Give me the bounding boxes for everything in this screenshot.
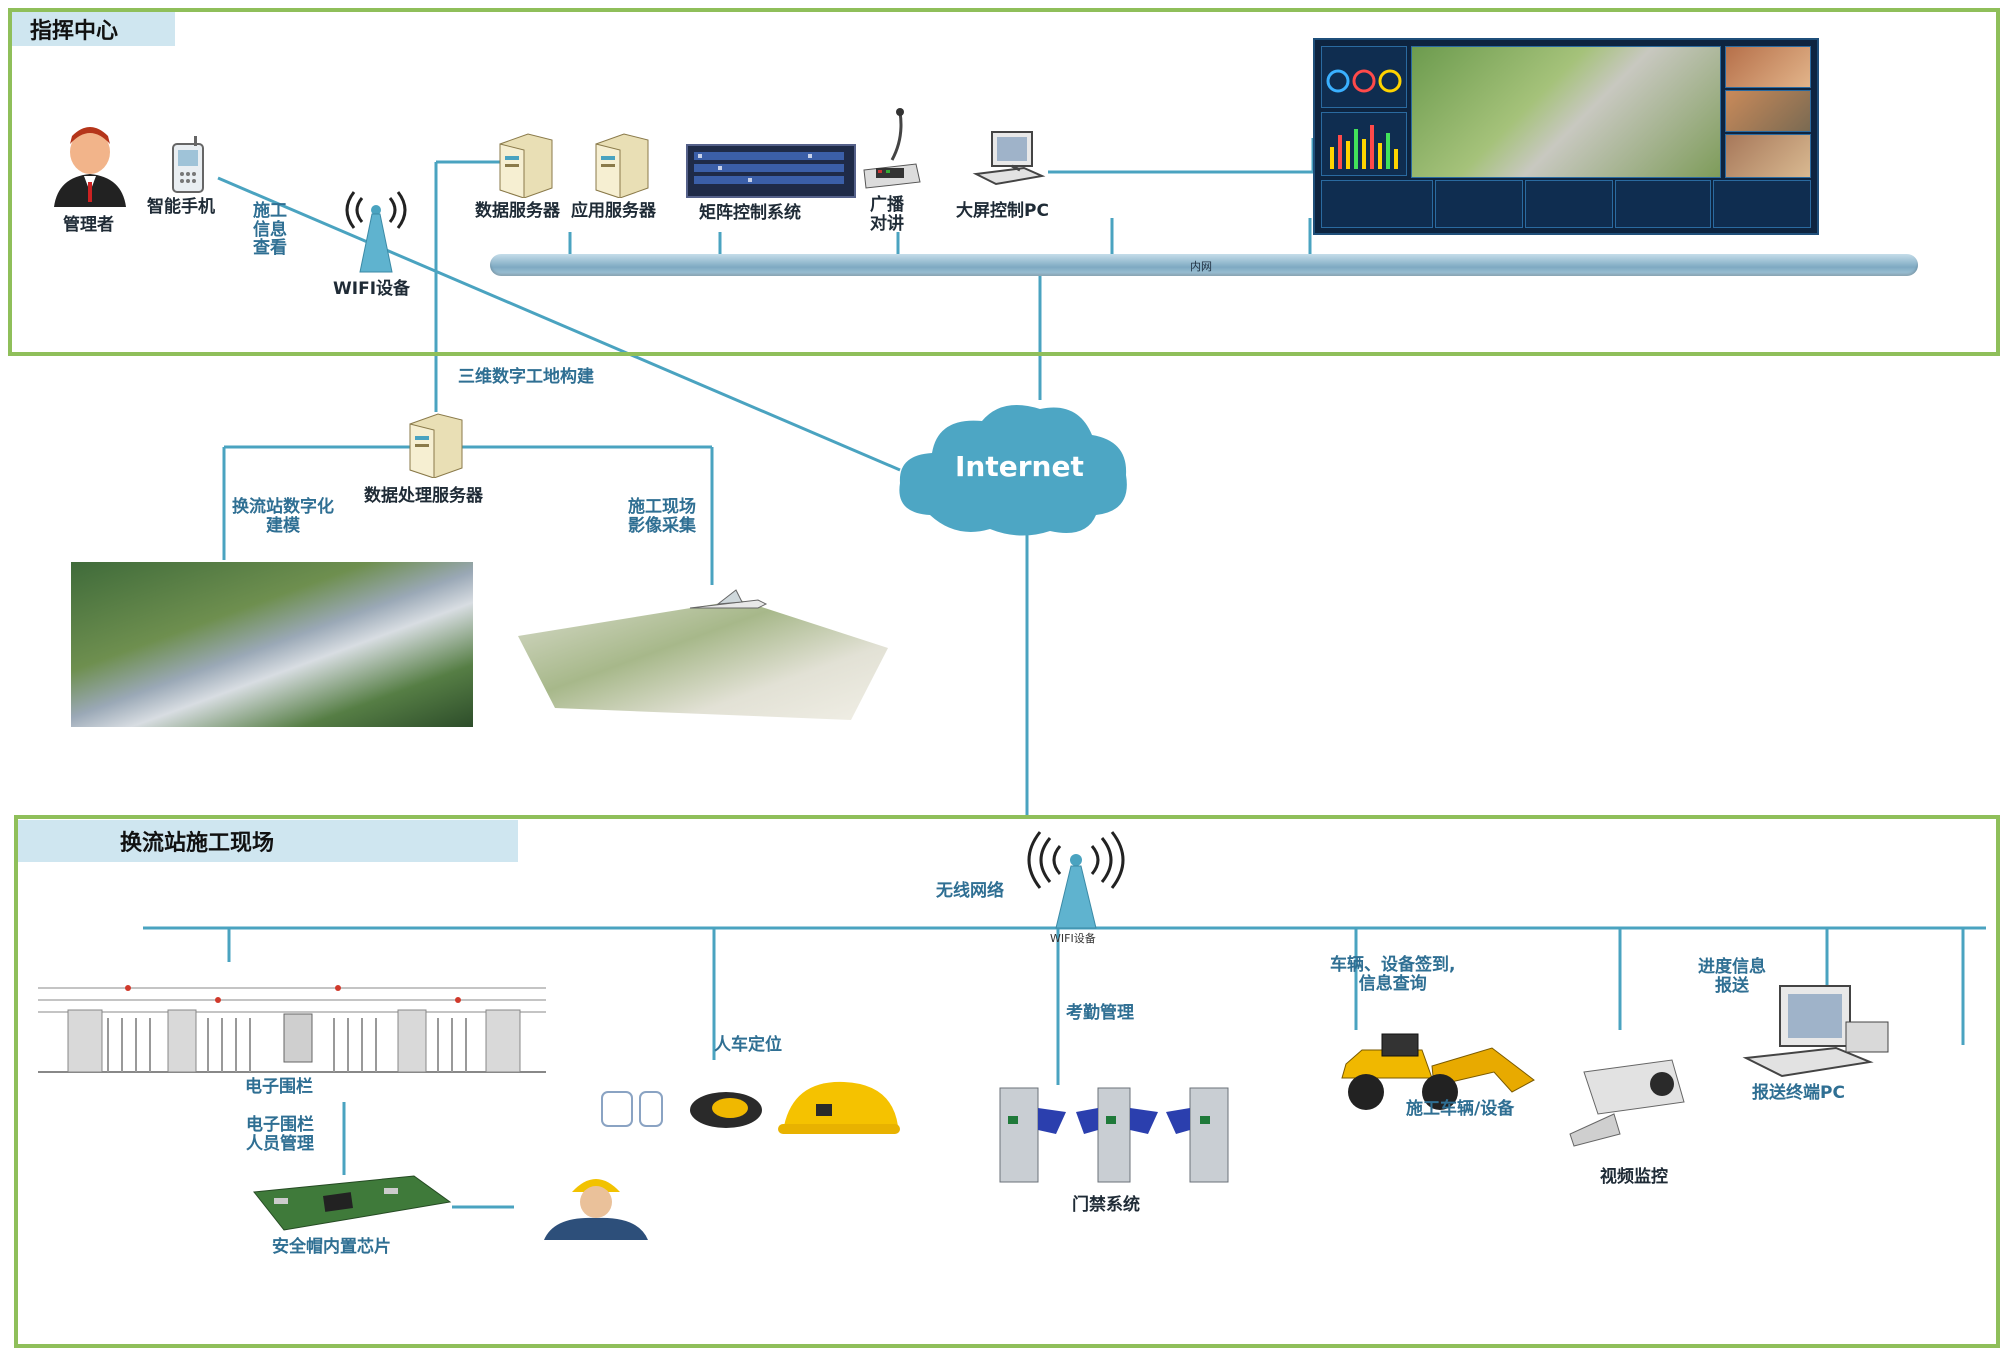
matrix-control-label: 矩阵控制系统 xyxy=(699,203,801,223)
helmet-chip-label: 安全帽内置芯片 xyxy=(272,1237,391,1257)
fence-personnel-label: 电子围栏 人员管理 xyxy=(246,1115,314,1154)
processing-server-icon xyxy=(404,412,466,479)
drone-icon xyxy=(688,588,768,618)
video-surveillance-label: 视频监控 xyxy=(1600,1167,1668,1187)
broadcast-label: 广播 对讲 xyxy=(870,195,904,234)
turnstile-gate-icon xyxy=(994,1086,1234,1184)
manager-label: 管理者 xyxy=(63,215,114,235)
wheel-loader-icon xyxy=(1322,1030,1540,1112)
safety-helmet-icon xyxy=(688,1086,764,1132)
command-center-frame xyxy=(8,8,2000,356)
wireless-network-label: 无线网络 xyxy=(936,881,1004,901)
pc-icon xyxy=(972,130,1048,194)
matrix-control-icon xyxy=(686,144,856,198)
progress-report-label: 进度信息 报送 xyxy=(1698,957,1766,996)
image-capture-label: 施工现场 影像采集 xyxy=(628,497,696,536)
pc-icon xyxy=(1742,984,1892,1080)
safety-helmet-icon xyxy=(774,1078,902,1144)
large-screen-dashboard xyxy=(1313,38,1819,235)
broadcast-intercom-icon xyxy=(860,108,922,190)
vehicle-checkin-label: 车辆、设备签到, 信息查询 xyxy=(1330,955,1456,994)
site-wifi-device-label: WIFI设备 xyxy=(1050,932,1096,945)
electronic-fence-label: 电子围栏 xyxy=(245,1077,313,1097)
app-server-label: 应用服务器 xyxy=(571,201,656,221)
command-center-title: 指挥中心 xyxy=(12,12,175,46)
digital-site-build-label: 三维数字工地构建 xyxy=(458,367,594,387)
wifi-tower-icon xyxy=(1016,830,1136,930)
big-screen-pc-label: 大屏控制PC xyxy=(956,201,1049,221)
electronic-fence-icon xyxy=(38,968,546,1076)
smartphone-icon xyxy=(170,136,206,194)
security-camera-icon xyxy=(1554,1050,1714,1154)
construction-vehicle-label: 施工车辆/设备 xyxy=(1406,1099,1515,1119)
report-pc-label: 报送终端PC xyxy=(1752,1083,1845,1103)
internet-label: Internet xyxy=(955,450,1084,483)
construction-site-title: 换流站施工现场 xyxy=(18,820,518,862)
construction-site-frame xyxy=(14,815,2000,1348)
access-control-label: 门禁系统 xyxy=(1072,1195,1140,1215)
intranet-bus xyxy=(490,254,1918,276)
processing-server-label: 数据处理服务器 xyxy=(364,486,483,506)
worker-icon xyxy=(514,1168,678,1240)
location-tag-icon xyxy=(600,1090,666,1130)
construction-info-label: 施工 信息 查看 xyxy=(253,201,287,259)
internet-cloud-icon xyxy=(890,395,1135,540)
intranet-label: 内网 xyxy=(1190,260,1212,273)
data-server-label: 数据服务器 xyxy=(475,201,560,221)
personnel-vehicle-location-label: 人车定位 xyxy=(714,1035,782,1055)
converter-station-render xyxy=(71,562,473,727)
app-server-icon xyxy=(590,132,652,199)
smartphone-label: 智能手机 xyxy=(147,197,215,217)
wifi-tower-icon xyxy=(338,186,414,276)
circuit-board-icon xyxy=(244,1172,454,1234)
wifi-device-label: WIFI设备 xyxy=(333,279,411,299)
manager-avatar-icon xyxy=(50,122,130,207)
data-server-icon xyxy=(494,132,556,199)
station-modeling-label: 换流站数字化 建模 xyxy=(232,497,334,536)
attendance-label: 考勤管理 xyxy=(1066,1003,1134,1023)
